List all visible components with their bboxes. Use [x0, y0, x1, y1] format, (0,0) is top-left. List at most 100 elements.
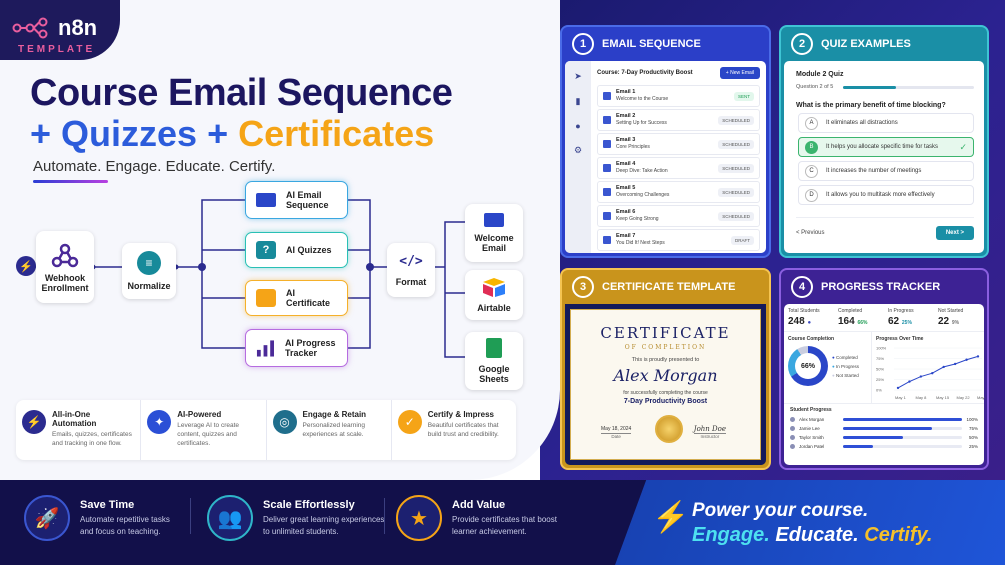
envelope-icon [256, 193, 276, 207]
email-subject: Deep Dive: Take Action [616, 168, 668, 174]
quiz-question: What is the primary benefit of time bloc… [796, 102, 946, 109]
users-icon[interactable]: ● [575, 121, 581, 131]
new-email-button[interactable]: + New Email [719, 67, 760, 79]
progress-point [919, 375, 923, 378]
option-letter: C [805, 164, 818, 178]
email-title: Email 5 [616, 185, 636, 191]
email-title: Email 1 [616, 89, 636, 95]
progress-point [896, 386, 900, 390]
student-progress-title: Student Progress [790, 407, 832, 413]
cert-date: May 18, 2024 [601, 426, 632, 434]
node-label: Normalize [127, 281, 171, 291]
certificate-frame: CERTIFICATE OF COMPLETION This is proudl… [565, 304, 766, 465]
x-tick-label: May 8 [916, 395, 928, 400]
student-name: Alex Morgan [799, 417, 825, 422]
node-label: AI Email Sequence [286, 190, 329, 210]
cert-title: CERTIFICATE [600, 324, 731, 342]
envelope-icon [603, 116, 611, 124]
node-normalize[interactable]: ≡ Normalize [122, 243, 176, 299]
n8n-logo-icon [12, 17, 48, 39]
tagline-underline [33, 180, 108, 183]
email-title: Email 3 [616, 137, 636, 143]
email-subject: Setting Up for Success [616, 120, 667, 126]
benefit-title: Add Value [452, 499, 506, 511]
previous-button[interactable]: < Previous [796, 230, 825, 236]
student-name: Taylor Smith [799, 435, 824, 440]
send-icon[interactable]: ➤ [574, 71, 582, 81]
gear-icon[interactable]: ⚙ [573, 145, 583, 155]
student-percent: 50% [968, 435, 978, 440]
page-subtitle: + Quizzes + Certificates [30, 113, 435, 154]
x-tick-label: May 22 [957, 395, 971, 400]
quiz-progress-bar [843, 85, 974, 89]
envelope-icon [603, 140, 611, 148]
node-ai-progress[interactable]: AI Progress Tracker [245, 329, 348, 367]
node-label: Google Sheets [478, 364, 510, 384]
check-icon: ✓ [959, 141, 967, 152]
node-webhook[interactable]: Webhook Enrollment [36, 231, 94, 303]
webhook-icon [51, 243, 79, 268]
node-ai-certificate[interactable]: AI Certificate [245, 280, 348, 316]
legend-completed: ● Completed [832, 354, 858, 360]
divider [190, 498, 191, 534]
cert-for: for successfully completing the course [623, 390, 708, 396]
next-button[interactable]: Next > [935, 226, 974, 240]
student-bar-fill [843, 445, 873, 448]
benefit-desc: Deliver great learning experiences [263, 515, 385, 524]
feature-desc: Beautiful certificates that build trust … [427, 422, 499, 438]
cert-signature-label: Instructor [700, 434, 720, 439]
normalize-icon: ≡ [137, 251, 161, 275]
node-label: Airtable [477, 303, 511, 313]
option-letter: A [805, 116, 818, 130]
status-badge: SCHEDULED [718, 187, 754, 197]
question-bubble-icon: ? [256, 241, 276, 259]
cert-presented: This is proudly presented to [631, 357, 700, 363]
panel-number: 1 [572, 33, 594, 55]
quiz-title: Module 2 Quiz [796, 71, 844, 78]
rocket-icon: 🚀 [24, 495, 70, 541]
quiz-option-a[interactable]: A It eliminates all distractions [798, 113, 974, 133]
student-bar [843, 445, 962, 448]
benefit-desc: Automate repetitive tasks [80, 515, 170, 524]
feature-desc: Personalized learning experiences at sca… [302, 422, 366, 438]
node-google-sheets[interactable]: Google Sheets [465, 332, 523, 390]
avatar [790, 417, 795, 422]
option-letter: B [805, 140, 818, 154]
cert-course: 7-Day Productivity Boost [623, 398, 708, 405]
certificate-icon [256, 289, 276, 307]
chart-icon[interactable]: ▮ [575, 96, 581, 106]
node-ai-email[interactable]: AI Email Sequence [245, 181, 348, 219]
node-ai-quizzes[interactable]: ? AI Quizzes [245, 232, 348, 268]
completion-title: Course Completion [788, 336, 835, 342]
email-title: Email 7 [616, 233, 636, 239]
node-airtable[interactable]: Airtable [465, 270, 523, 320]
node-welcome-email[interactable]: Welcome Email [465, 204, 523, 262]
benefit-title: Save Time [80, 499, 135, 511]
node-format[interactable]: </> Format [387, 243, 435, 297]
bolt-icon: ⚡ [22, 410, 46, 434]
student-name: Jamie Lee [799, 426, 820, 431]
power-line2: Engage. Educate. Certify. [692, 524, 933, 546]
lightning-icon: ⚡ [652, 501, 690, 534]
sparkle-icon: ✦ [147, 410, 172, 434]
google-sheets-icon [486, 338, 502, 358]
option-text: It eliminates all distractions [826, 120, 898, 126]
airtable-icon [483, 278, 505, 297]
